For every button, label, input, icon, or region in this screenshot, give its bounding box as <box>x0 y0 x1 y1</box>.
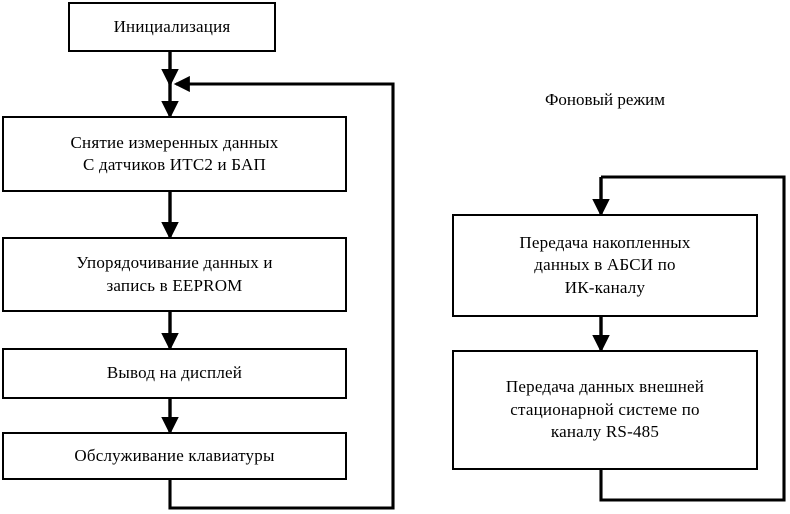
node-transmit-absi-ir-label: Передача накопленных данных в АБСИ по ИК… <box>519 232 691 297</box>
node-order-write-eeprom[interactable]: Упорядочивание данных и запись в EEPROM <box>2 237 347 312</box>
background-mode-label-text: Фоновый режим <box>545 90 665 109</box>
node-read-sensors[interactable]: Снятие измеренных данных С датчиков ИТС2… <box>2 116 347 192</box>
node-display-output[interactable]: Вывод на дисплей <box>2 348 347 399</box>
node-display-output-label: Вывод на дисплей <box>106 363 243 383</box>
background-mode-label: Фоновый режим <box>452 90 758 110</box>
edge-rs485-feedback-loop <box>599 175 786 502</box>
edge-keyboard-feedback-loop <box>168 75 395 510</box>
node-init-label: Инициализация <box>113 16 231 36</box>
node-keyboard-service-label: Обслуживание клавиатуры <box>74 445 275 465</box>
node-transmit-rs485[interactable]: Передача данных внешней стационарной сис… <box>452 350 758 470</box>
node-init[interactable]: Инициализация <box>68 2 276 52</box>
node-transmit-absi-ir[interactable]: Передача накопленных данных в АБСИ по ИК… <box>452 214 758 317</box>
node-order-write-eeprom-label: Упорядочивание данных и запись в EEPROM <box>76 253 273 295</box>
node-keyboard-service[interactable]: Обслуживание клавиатуры <box>2 432 347 480</box>
node-transmit-rs485-label: Передача данных внешней стационарной сис… <box>505 377 705 442</box>
node-read-sensors-label: Снятие измеренных данных С датчиков ИТС2… <box>70 132 279 174</box>
